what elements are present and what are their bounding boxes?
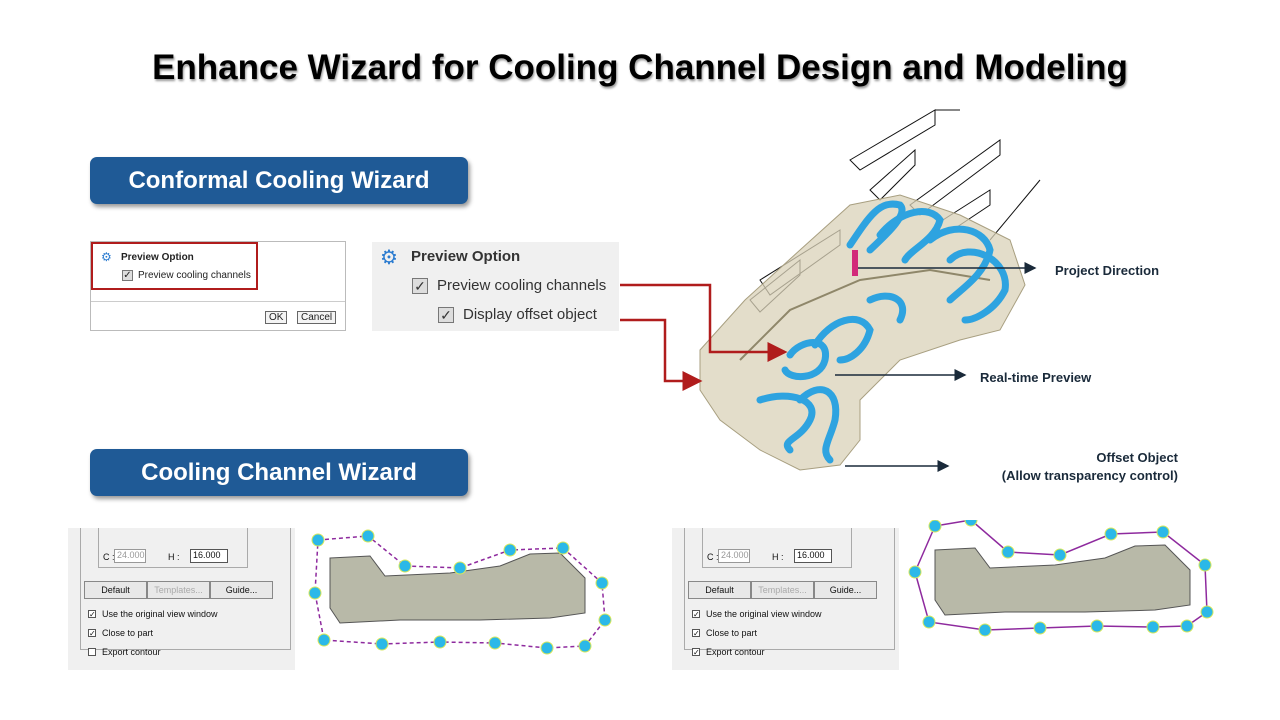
option-label: Close to part: [706, 628, 758, 638]
preview-option-dialog-large: ⚙ Preview Option ✓ Preview cooling chann…: [372, 242, 619, 331]
mold-body: [699, 194, 1026, 471]
contour-control-point[interactable]: [1156, 525, 1170, 539]
option-label: Use the original view window: [706, 609, 822, 619]
contour-preview: [308, 529, 612, 655]
gear-icon: ⚙: [380, 247, 398, 269]
contour-control-point[interactable]: [1180, 619, 1194, 633]
red-arrow-preview: [620, 283, 788, 362]
c-label: C :: [103, 552, 115, 562]
highlight-box: [91, 242, 258, 290]
contour-control-point[interactable]: [308, 586, 322, 600]
slide-title: Enhance Wizard for Cooling Channel Desig…: [152, 48, 1128, 87]
contour-control-point[interactable]: [1001, 545, 1015, 559]
contour-control-point[interactable]: [1053, 548, 1067, 562]
cooling-wizard-panel: C : 24.000 H : 16.000 Default Templates.…: [68, 528, 295, 670]
contour-control-point[interactable]: [928, 520, 942, 533]
contour-control-point[interactable]: [578, 639, 592, 653]
contour-control-point[interactable]: [556, 541, 570, 555]
default-button[interactable]: Default: [688, 581, 751, 599]
part-silhouette: [329, 552, 586, 624]
offset-object-note: (Allow transparency control): [1001, 468, 1178, 483]
c-input[interactable]: 24.000: [718, 549, 750, 563]
contour-control-point[interactable]: [398, 559, 412, 573]
h-label: H :: [772, 552, 784, 562]
default-button[interactable]: Default: [84, 581, 147, 599]
contour-control-point[interactable]: [433, 635, 447, 649]
contour-control-point[interactable]: [317, 633, 331, 647]
display-offset-label: Display offset object: [463, 306, 597, 323]
ok-button[interactable]: OK: [265, 311, 288, 324]
h-input[interactable]: 16.000: [794, 549, 832, 563]
option-checkbox[interactable]: ✓: [692, 629, 700, 638]
contour-control-point[interactable]: [1033, 621, 1047, 635]
contour-control-point[interactable]: [453, 561, 467, 575]
c-label: C :: [707, 552, 719, 562]
contour-control-point[interactable]: [595, 576, 609, 590]
contour-control-point[interactable]: [488, 636, 502, 650]
c-input[interactable]: 24.000: [114, 549, 146, 563]
contour-preview: [908, 520, 1214, 637]
preview-channels-label: Preview cooling channels: [437, 277, 607, 294]
project-direction-label: Project Direction: [1055, 263, 1160, 278]
option-checkbox[interactable]: ✓: [88, 610, 96, 619]
preview-checkbox[interactable]: ✓: [122, 270, 133, 281]
option-checkbox[interactable]: ✓: [88, 629, 96, 638]
contour-control-point[interactable]: [1200, 605, 1214, 619]
contour-control-point[interactable]: [1146, 620, 1160, 634]
option-checkbox[interactable]: ✓: [692, 610, 700, 619]
part-silhouette: [934, 544, 1191, 616]
realtime-preview-label: Real-time Preview: [980, 370, 1092, 385]
contour-control-point[interactable]: [922, 615, 936, 629]
contour-control-point[interactable]: [598, 613, 612, 627]
contour-control-point[interactable]: [1090, 619, 1104, 633]
gear-icon: ⚙: [101, 250, 112, 264]
contour-control-point[interactable]: [908, 565, 922, 579]
preview-channels-checkbox[interactable]: ✓: [412, 278, 428, 294]
preview-label: Preview cooling channels: [138, 270, 251, 281]
section-title: Preview Option: [121, 252, 194, 263]
option-label: Use the original view window: [102, 609, 218, 619]
cooling-channel-wizard-label: Cooling Channel Wizard: [90, 449, 468, 496]
option-checkbox[interactable]: [88, 648, 96, 656]
red-arrow-offset: [620, 318, 703, 391]
cancel-button[interactable]: Cancel: [297, 311, 337, 324]
contour-control-point[interactable]: [540, 641, 554, 655]
contour-line: [314, 535, 606, 649]
option-label: Close to part: [102, 628, 154, 638]
cooling-wizard-panel: C : 24.000 H : 16.000 Default Templates.…: [672, 528, 899, 670]
offset-object-label: Offset Object: [1096, 450, 1178, 465]
contour-control-point[interactable]: [361, 529, 375, 543]
contour-control-point[interactable]: [964, 520, 978, 527]
contour-control-point[interactable]: [503, 543, 517, 557]
contour-control-point[interactable]: [1104, 527, 1118, 541]
option-checkbox[interactable]: ✓: [692, 648, 700, 657]
contour-control-point[interactable]: [978, 623, 992, 637]
h-label: H :: [168, 552, 180, 562]
project-direction-marker: [852, 250, 858, 276]
section-title: Preview Option: [411, 248, 521, 265]
guide-button[interactable]: Guide...: [210, 581, 273, 599]
conformal-cooling-wizard-label: Conformal Cooling Wizard: [90, 157, 468, 204]
contour-control-point[interactable]: [375, 637, 389, 651]
contour-line: [914, 520, 1208, 631]
templates-button[interactable]: Templates...: [751, 581, 814, 599]
guide-button[interactable]: Guide...: [814, 581, 877, 599]
contour-control-point[interactable]: [1198, 558, 1212, 572]
cooling-channels: [756, 200, 1009, 464]
templates-button[interactable]: Templates...: [147, 581, 210, 599]
option-label: Export contour: [102, 647, 161, 657]
contour-control-point[interactable]: [311, 533, 325, 547]
option-label: Export contour: [706, 647, 765, 657]
preview-option-dialog-small: ⚙ Preview Option ✓ Preview cooling chann…: [90, 241, 346, 331]
display-offset-checkbox[interactable]: ✓: [438, 307, 454, 323]
h-input[interactable]: 16.000: [190, 549, 228, 563]
